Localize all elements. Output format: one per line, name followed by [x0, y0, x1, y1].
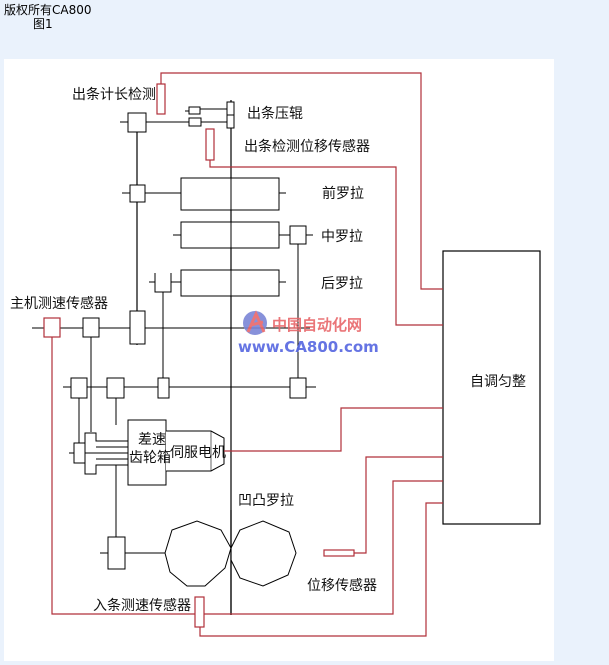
concave-convex-roller — [100, 510, 297, 615]
copyright-text: 版权所有CA800 — [4, 3, 92, 17]
wire-main-speed — [51, 337, 443, 615]
autoleveler-controller-box — [442, 250, 541, 525]
label-diff-gearbox-2: 齿轮箱 — [129, 450, 171, 466]
watermark-url: www.CA800.com — [238, 338, 379, 356]
middle-roller — [173, 221, 313, 378]
out-length-sensor — [156, 83, 166, 115]
differential-gearbox — [69, 419, 167, 540]
label-diff-gearbox-1: 差速 — [138, 432, 166, 448]
out-press-roller — [120, 101, 235, 133]
label-displacement-sensor: 位移传感器 — [307, 577, 377, 594]
wire-in-speed — [199, 502, 443, 637]
label-out-length-detect: 出条计长检测 — [72, 86, 156, 103]
label-middle-roller: 中罗拉 — [321, 229, 363, 245]
wire-servo — [224, 407, 443, 452]
label-out-press-roller: 出条压辊 — [247, 105, 303, 122]
label-back-roller: 后罗拉 — [321, 276, 363, 292]
wire-displacement — [354, 456, 443, 554]
front-roller — [122, 177, 286, 211]
ca800-logo-mark-icon — [246, 310, 266, 333]
displacement-sensor — [323, 549, 355, 557]
label-controller: 自调匀整 — [470, 374, 526, 390]
lower-shaft — [63, 377, 316, 443]
main-speed-sensor — [43, 317, 61, 338]
label-concave-convex-roller: 凹凸罗拉 — [238, 493, 294, 509]
figure-label: 图1 — [33, 17, 53, 31]
signal-wires — [51, 72, 443, 637]
wire-out-displacement — [209, 160, 443, 326]
back-roller — [149, 269, 286, 378]
label-front-roller: 前罗拉 — [322, 185, 364, 202]
label-out-displacement-sensor: 出条检测位移传感器 — [244, 138, 370, 155]
wire-out-length — [160, 72, 443, 290]
label-main-speed-sensor: 主机测速传感器 — [10, 295, 108, 312]
watermark-cn: 中国自动化网 — [272, 316, 362, 334]
label-servo-motor: 伺服电机 — [170, 445, 226, 461]
in-speed-sensor — [194, 596, 205, 628]
out-displacement-sensor — [205, 128, 215, 161]
label-in-speed-sensor: 入条测速传感器 — [93, 597, 191, 614]
ca800-watermark: 中国自动化网 www.CA800.com — [238, 310, 379, 356]
